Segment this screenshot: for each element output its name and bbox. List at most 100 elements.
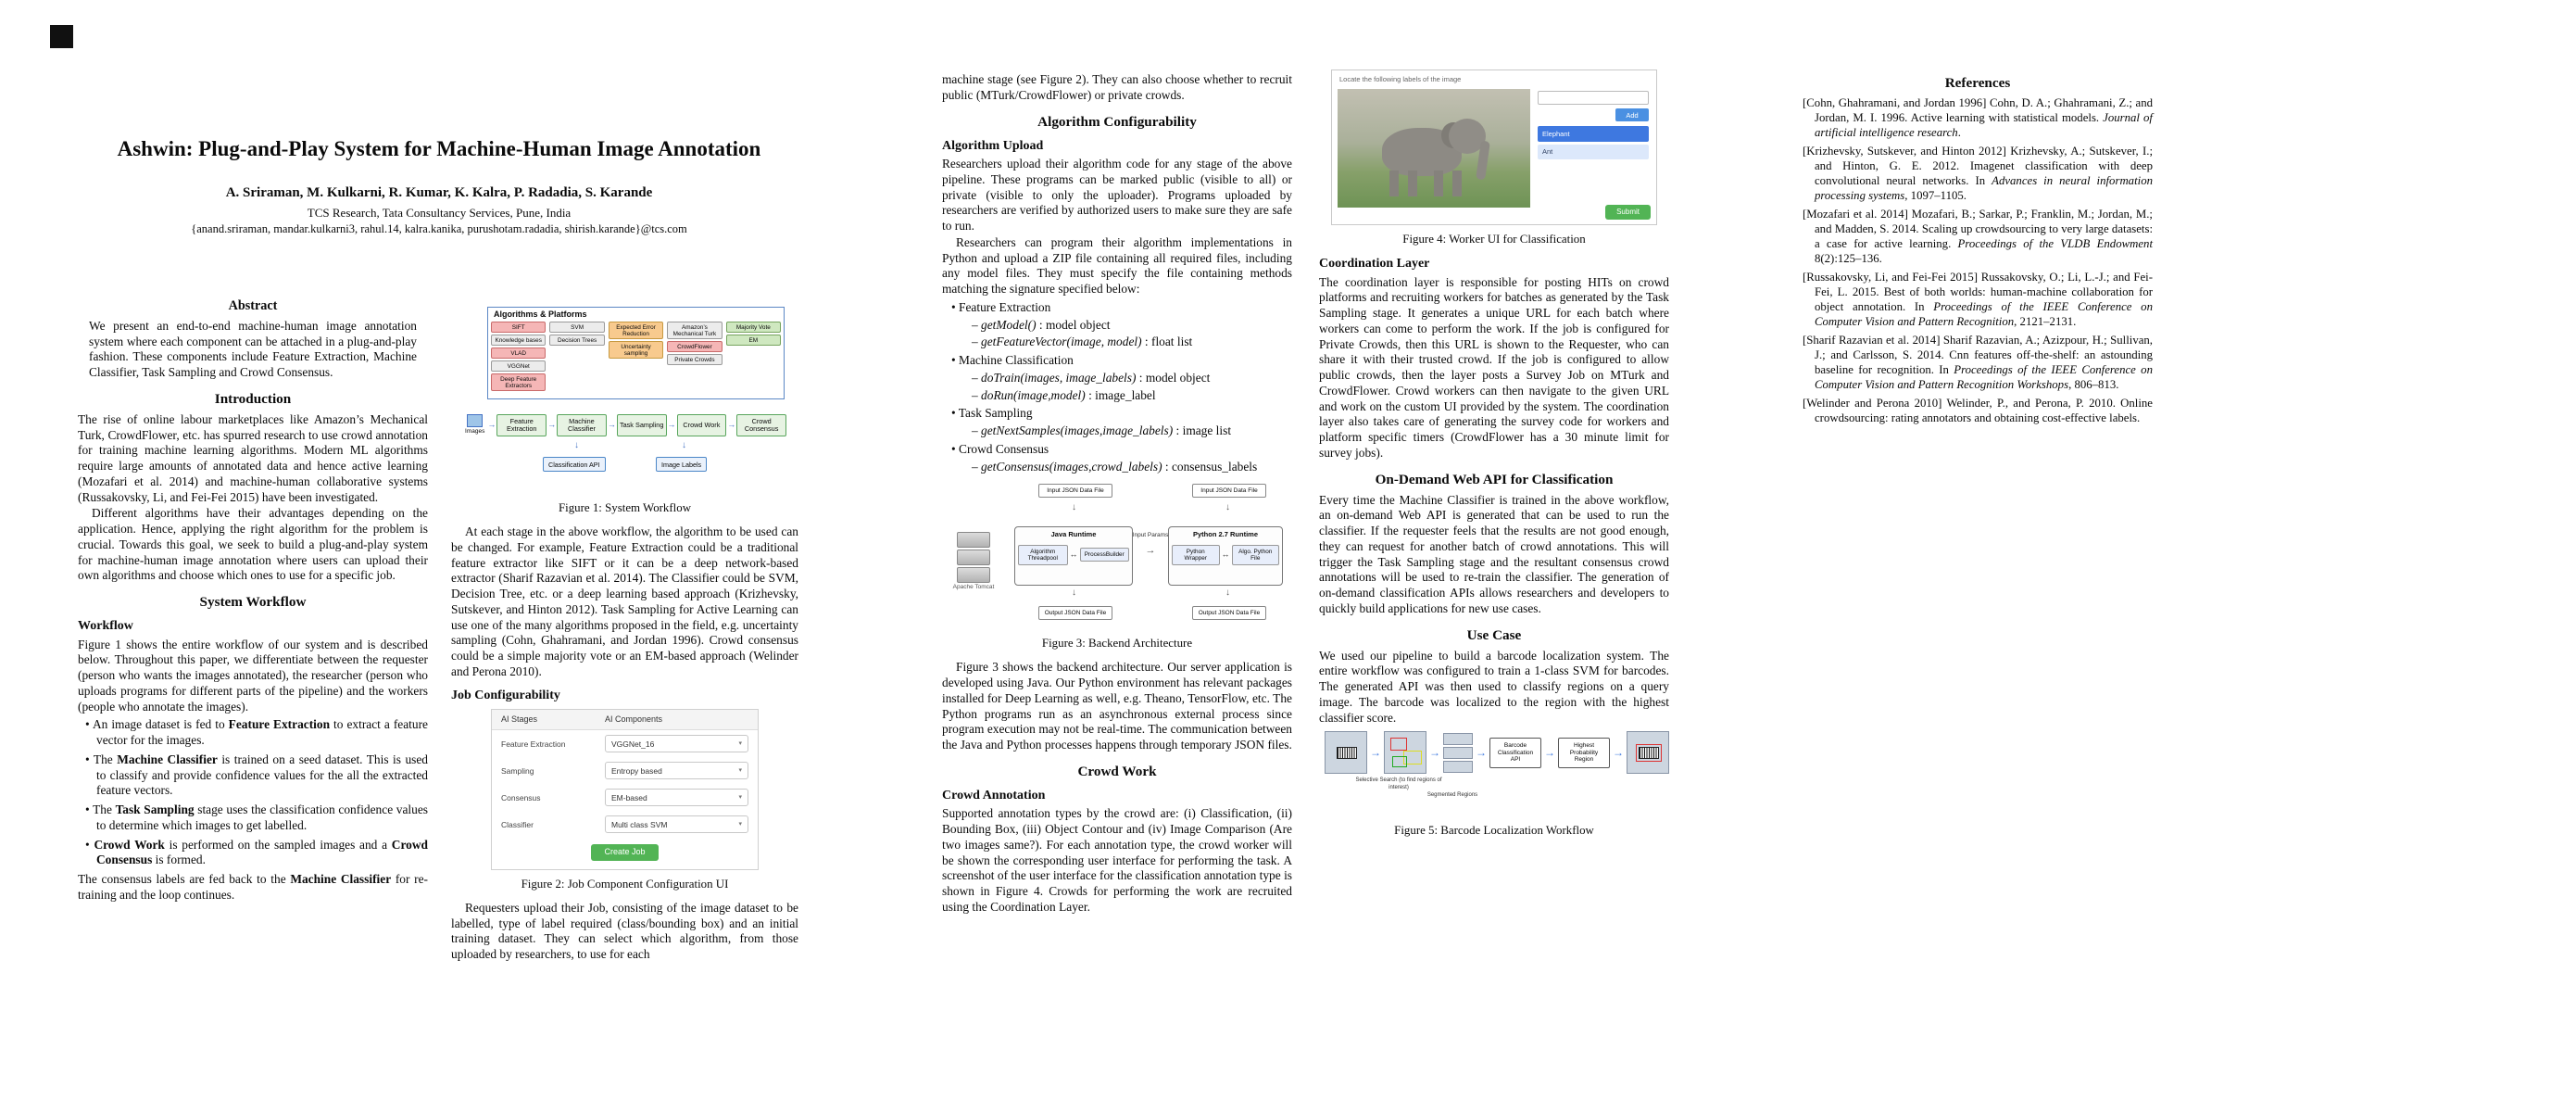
arrow-right-icon: → <box>487 420 496 430</box>
figure-3-backend-architecture: Apache Tomcat Input JSON Data File Input… <box>949 480 1285 629</box>
arrow-down-icon: ↓ <box>1072 502 1076 513</box>
arrow-both-icon: ↔ <box>1069 550 1078 560</box>
paragraph: Figure 3 shows the backend architecture.… <box>942 660 1292 752</box>
elephant-leg-shape <box>1389 171 1399 196</box>
abstract-heading: Abstract <box>228 298 278 313</box>
paragraph: machine stage (see Figure 2). They can a… <box>942 72 1292 102</box>
server-unit-shape <box>957 550 990 566</box>
platform-box: Decision Trees <box>549 335 605 347</box>
paragraph: Figure 1 shows the entire workflow of ou… <box>78 637 428 714</box>
input-json-file-box: Input JSON Data File <box>1038 484 1112 499</box>
bullet-item: • Crowd Work is performed on the sampled… <box>85 837 428 867</box>
column-5-references: References [Cohn, Ghahramani, and Jordan… <box>1803 74 2153 430</box>
images-label: Images <box>465 428 485 436</box>
dropdown-value: Multi class SVM <box>611 819 668 829</box>
selected-label-row: Elephant <box>1538 126 1649 142</box>
api-group-heading: • Machine Classification <box>951 353 1074 367</box>
selective-search-thumbnail <box>1384 731 1426 775</box>
fig2-row: Consensus EM-based ▾ <box>492 784 758 811</box>
workflow-flow-row: Images → Feature Extraction → Machine Cl… <box>463 414 786 436</box>
paragraph: Supported annotation types by the crowd … <box>942 806 1292 914</box>
label-selection-panel: Add Elephant Ant <box>1538 89 1649 208</box>
chevron-down-icon: ▾ <box>738 739 742 747</box>
classification-api-box: Classification API <box>543 457 606 472</box>
platform-box: Amazon’s Mechanical Turk <box>667 322 723 340</box>
python-runtime-body: Python Wrapper ↔ Algo. Python File <box>1169 544 1282 565</box>
api-signature: – doTrain(images, image_labels) : model … <box>972 370 1211 385</box>
section-heading-introduction: Introduction <box>214 390 292 407</box>
abstract-section: Abstract We present an end-to-end machin… <box>78 298 428 381</box>
paragraph: Researchers upload their algorithm code … <box>942 157 1292 233</box>
section-heading-system-workflow: System Workflow <box>199 594 307 610</box>
chevron-down-icon: ▾ <box>738 793 742 801</box>
reference-entry: [Sharif Razavian et al. 2014] Sharif Raz… <box>1803 333 2153 391</box>
region-overlay <box>1392 756 1407 768</box>
component-dropdown: EM-based ▾ <box>605 789 748 807</box>
column-1: Abstract We present an end-to-end machin… <box>78 298 428 904</box>
images-input: Images <box>463 414 486 436</box>
reference-entry: [Welinder and Perona 2010] Welinder, P.,… <box>1803 396 2153 424</box>
segmented-regions-label: Segmented Regions <box>1426 792 1478 799</box>
algo-python-file-box: Algo. Python File <box>1231 544 1279 565</box>
java-runtime-box: Java Runtime Algorithm Threadpool ↔ Proc… <box>1014 526 1133 587</box>
barcode-pattern <box>1639 747 1659 760</box>
platform-box: CrowdFlower <box>667 341 723 353</box>
submit-button: Submit <box>1605 205 1651 220</box>
affiliation-line: TCS Research, Tata Consultancy Services,… <box>307 206 572 220</box>
selective-search-label: Selective Search (to find regions of int… <box>1355 777 1442 790</box>
api-signature: – getConsensus(images,crowd_labels) : co… <box>972 459 1258 474</box>
section-heading-algorithm-configurability: Algorithm Configurability <box>1037 113 1197 130</box>
reference-entry: [Mozafari et al. 2014] Mozafari, B.; Sar… <box>1803 207 2154 265</box>
result-image-thumbnail <box>1627 731 1669 775</box>
arrow-right-icon: → <box>1613 745 1624 759</box>
paragraph: The consensus labels are fed back to the… <box>78 872 429 902</box>
create-job-button: Create Job <box>591 844 659 861</box>
abstract-text: We present an end-to-end machine-human i… <box>89 318 417 379</box>
region-thumbnail <box>1443 760 1473 773</box>
paragraph: Researchers can program their algorithm … <box>942 234 1292 296</box>
api-group-heading: • Task Sampling <box>951 406 1033 421</box>
paragraph: Different algorithms have their advantag… <box>78 506 428 583</box>
reference-entry: [Russakovsky, Li, and Fei-Fei 2015] Russ… <box>1803 270 2153 328</box>
platform-groups: SIFT Knowledge bases VLAD VGGNet Deep Fe… <box>491 322 782 396</box>
python-runtime-box: Python 2.7 Runtime Python Wrapper ↔ Algo… <box>1168 526 1283 587</box>
arrow-down-icon: ↓ <box>682 440 686 450</box>
arrow-right-icon: → <box>727 420 736 430</box>
dropdown-value: EM-based <box>611 792 647 802</box>
platform-box: SVM <box>549 322 605 334</box>
paragraph: At each stage in the above workflow, the… <box>451 524 798 678</box>
output-json-file-box: Output JSON Data File <box>1038 606 1112 621</box>
algorithm-threadpool-box: Algorithm Threadpool <box>1018 544 1068 565</box>
arrow-right-icon: → <box>1370 745 1381 759</box>
stage-machine-classifier: Machine Classifier <box>557 414 607 436</box>
bullet-item: • The Task Sampling stage uses the class… <box>85 802 428 832</box>
paragraph: Requesters upload their Job, consisting … <box>451 900 798 961</box>
platform-box: Uncertainty sampling <box>608 341 664 360</box>
section-heading-crowd-work: Crowd Work <box>1077 763 1157 779</box>
dropdown-value: Entropy based <box>611 765 662 776</box>
section-heading-ondemand-api: On-Demand Web API for Classification <box>1375 471 1614 487</box>
chevron-down-icon: ▾ <box>738 820 742 828</box>
api-signature: – getFeatureVector(image, model) : float… <box>972 335 1193 349</box>
barcode-pattern <box>1337 747 1357 760</box>
arrow-right-icon: → <box>1544 745 1555 759</box>
column-header-ai-stages: AI Stages <box>501 714 538 725</box>
paragraph: Every time the Machine Classifier is tra… <box>1319 492 1669 615</box>
title-block: Ashwin: Plug-and-Play System for Machine… <box>78 137 800 236</box>
figure-2-caption: Figure 2: Job Component Configuration UI <box>521 877 729 891</box>
output-json-file-box: Output JSON Data File <box>1192 606 1266 621</box>
images-icon <box>467 414 484 428</box>
arrow-down-icon: ↓ <box>1225 588 1230 599</box>
elephant-photo <box>1338 89 1530 208</box>
arrow-right-icon: → <box>667 420 676 430</box>
platforms-title: Algorithms & Platforms <box>494 310 587 319</box>
stage-feature-extraction: Feature Extraction <box>496 414 547 436</box>
region-thumbnail <box>1443 746 1473 759</box>
component-dropdown: VGGNet_16 ▾ <box>605 735 748 753</box>
stage-label: Classifier <box>501 819 534 829</box>
barcode-pipeline-row: → → → Barcode Classification API → Highe… <box>1325 731 1669 775</box>
platform-box: VGGNet <box>491 360 547 373</box>
reference-entry: [Krizhevsky, Sutskever, and Hinton 2012]… <box>1803 144 2153 202</box>
segmented-regions-stack <box>1443 732 1473 773</box>
input-json-file-box: Input JSON Data File <box>1192 484 1266 499</box>
